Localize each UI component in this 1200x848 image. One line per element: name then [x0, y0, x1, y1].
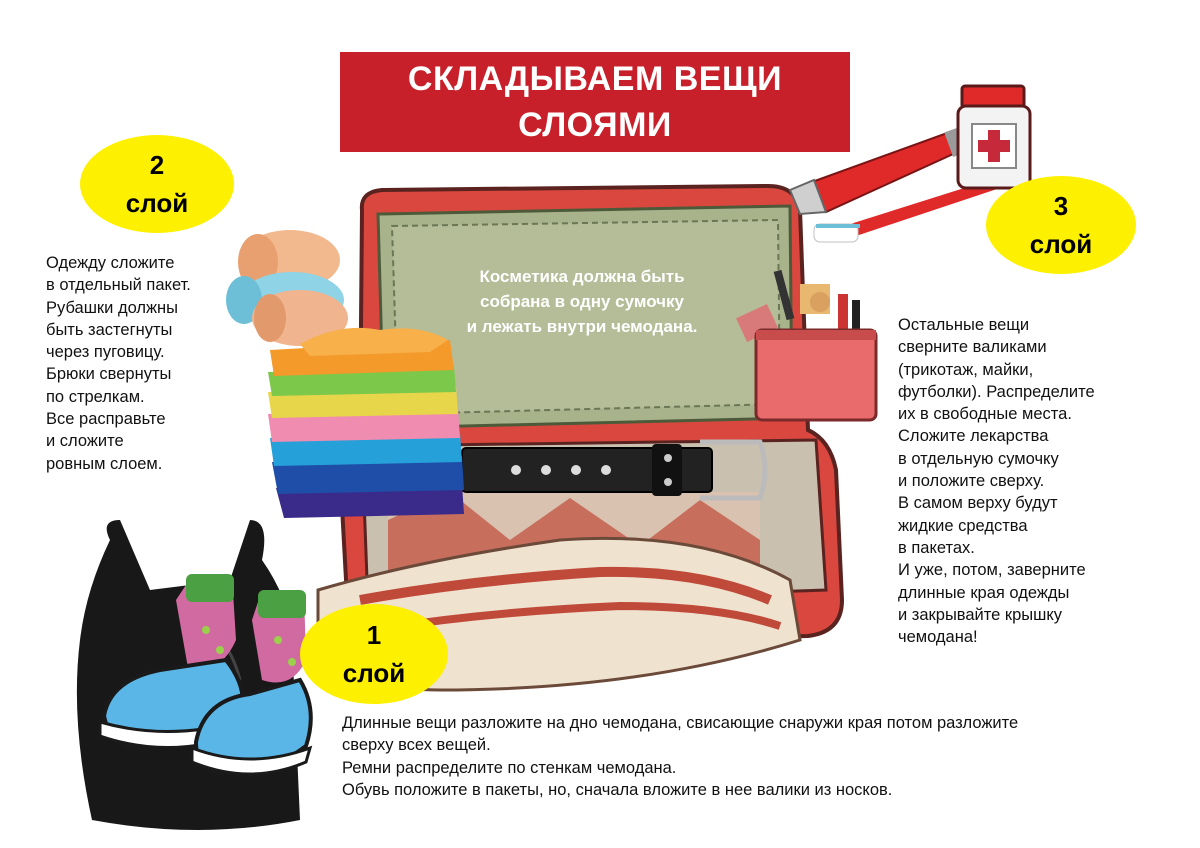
- layer-1-badge: 1 слой: [300, 604, 448, 704]
- instruction-line: Одежду сложите: [46, 254, 175, 272]
- instruction-line: сверните валиками: [898, 338, 1047, 357]
- instruction-line: в пакетах.: [898, 538, 975, 557]
- instruction-line: их в свободные места.: [898, 405, 1072, 424]
- instruction-line: в отдельную сумочку: [898, 449, 1059, 468]
- medicine-bottle-icon: [956, 84, 1032, 190]
- instruction-line: быть застегнуты: [46, 320, 173, 339]
- belt-icon: [461, 439, 768, 501]
- title-line-1: СКЛАДЫВАЕМ ВЕЩИ: [407, 60, 783, 98]
- instruction-line: Все расправьте: [46, 410, 166, 429]
- layer-3-number: 3: [1053, 191, 1069, 221]
- instruction-line: Остальные вещи: [898, 316, 1030, 334]
- layer-1-number: 1: [366, 620, 382, 650]
- instruction-line: ровным слоем.: [46, 454, 163, 473]
- cosmetics-note-line: и лежать внутри чемодана.: [466, 317, 698, 336]
- instruction-line: Длинные вещи разложите на дно чемодана, …: [342, 714, 1019, 732]
- layer-3-badge: 3 слой: [986, 176, 1136, 274]
- cosmetics-note: Косметика должна быть собрана в одну сум…: [432, 264, 732, 339]
- instruction-line: В самом верху будут: [898, 494, 1058, 513]
- instruction-line: И уже, потом, заверните: [898, 561, 1086, 580]
- layer-3-instructions: Остальные вещи сверните валиками (трикот…: [898, 314, 1095, 648]
- toothbrush-icon: [813, 178, 1000, 243]
- instruction-line: и закрывайте крышку: [898, 605, 1063, 624]
- instruction-line: сверху всех вещей.: [342, 736, 491, 755]
- layer-2-badge: 2 слой: [80, 135, 234, 233]
- layer-2-word: слой: [125, 188, 189, 218]
- instruction-line: Сложите лекарства: [898, 427, 1049, 446]
- folded-shirts-icon: [268, 327, 464, 518]
- instruction-line: Брюки свернуты: [46, 365, 172, 384]
- rolled-towels-icon: [226, 230, 348, 346]
- sneakers-icon: [98, 657, 313, 776]
- layer-2-number: 2: [149, 150, 165, 180]
- instruction-line: Обувь положите в пакеты, но, сначала вло…: [342, 780, 893, 799]
- layer-3-word: слой: [1029, 229, 1093, 259]
- instruction-line: жидкие средства: [898, 516, 1028, 535]
- instruction-line: и сложите: [46, 432, 124, 451]
- instruction-line: (трикотаж, майки,: [898, 360, 1034, 379]
- instruction-line: длинные края одежды: [898, 583, 1070, 602]
- instruction-line: в отдельный пакет.: [46, 276, 191, 295]
- instruction-line: Ремни распределите по стенкам чемодана.: [342, 758, 677, 777]
- layer-1-instructions: Длинные вещи разложите на дно чемодана, …: [342, 712, 1018, 801]
- instruction-line: футболки). Распределите: [898, 382, 1095, 401]
- title-line-2: СЛОЯМИ: [518, 106, 672, 144]
- cosmetics-note-line: Косметика должна быть: [479, 267, 685, 286]
- socks-icon: [176, 574, 306, 683]
- instruction-line: Рубашки должны: [46, 298, 179, 317]
- layer-1-word: слой: [342, 658, 406, 688]
- instruction-line: чемодана!: [898, 628, 978, 647]
- cosmetics-bag-icon: [736, 269, 878, 422]
- instruction-line: и положите сверху.: [898, 472, 1045, 491]
- instruction-line: через пуговицу.: [46, 343, 165, 362]
- cosmetics-note-line: собрана в одну сумочку: [479, 292, 685, 311]
- instruction-line: по стрелкам.: [46, 387, 145, 406]
- title-banner: СКЛАДЫВАЕМ ВЕЩИ СЛОЯМИ: [340, 52, 850, 152]
- layer-2-instructions: Одежду сложите в отдельный пакет. Рубашк…: [46, 252, 191, 475]
